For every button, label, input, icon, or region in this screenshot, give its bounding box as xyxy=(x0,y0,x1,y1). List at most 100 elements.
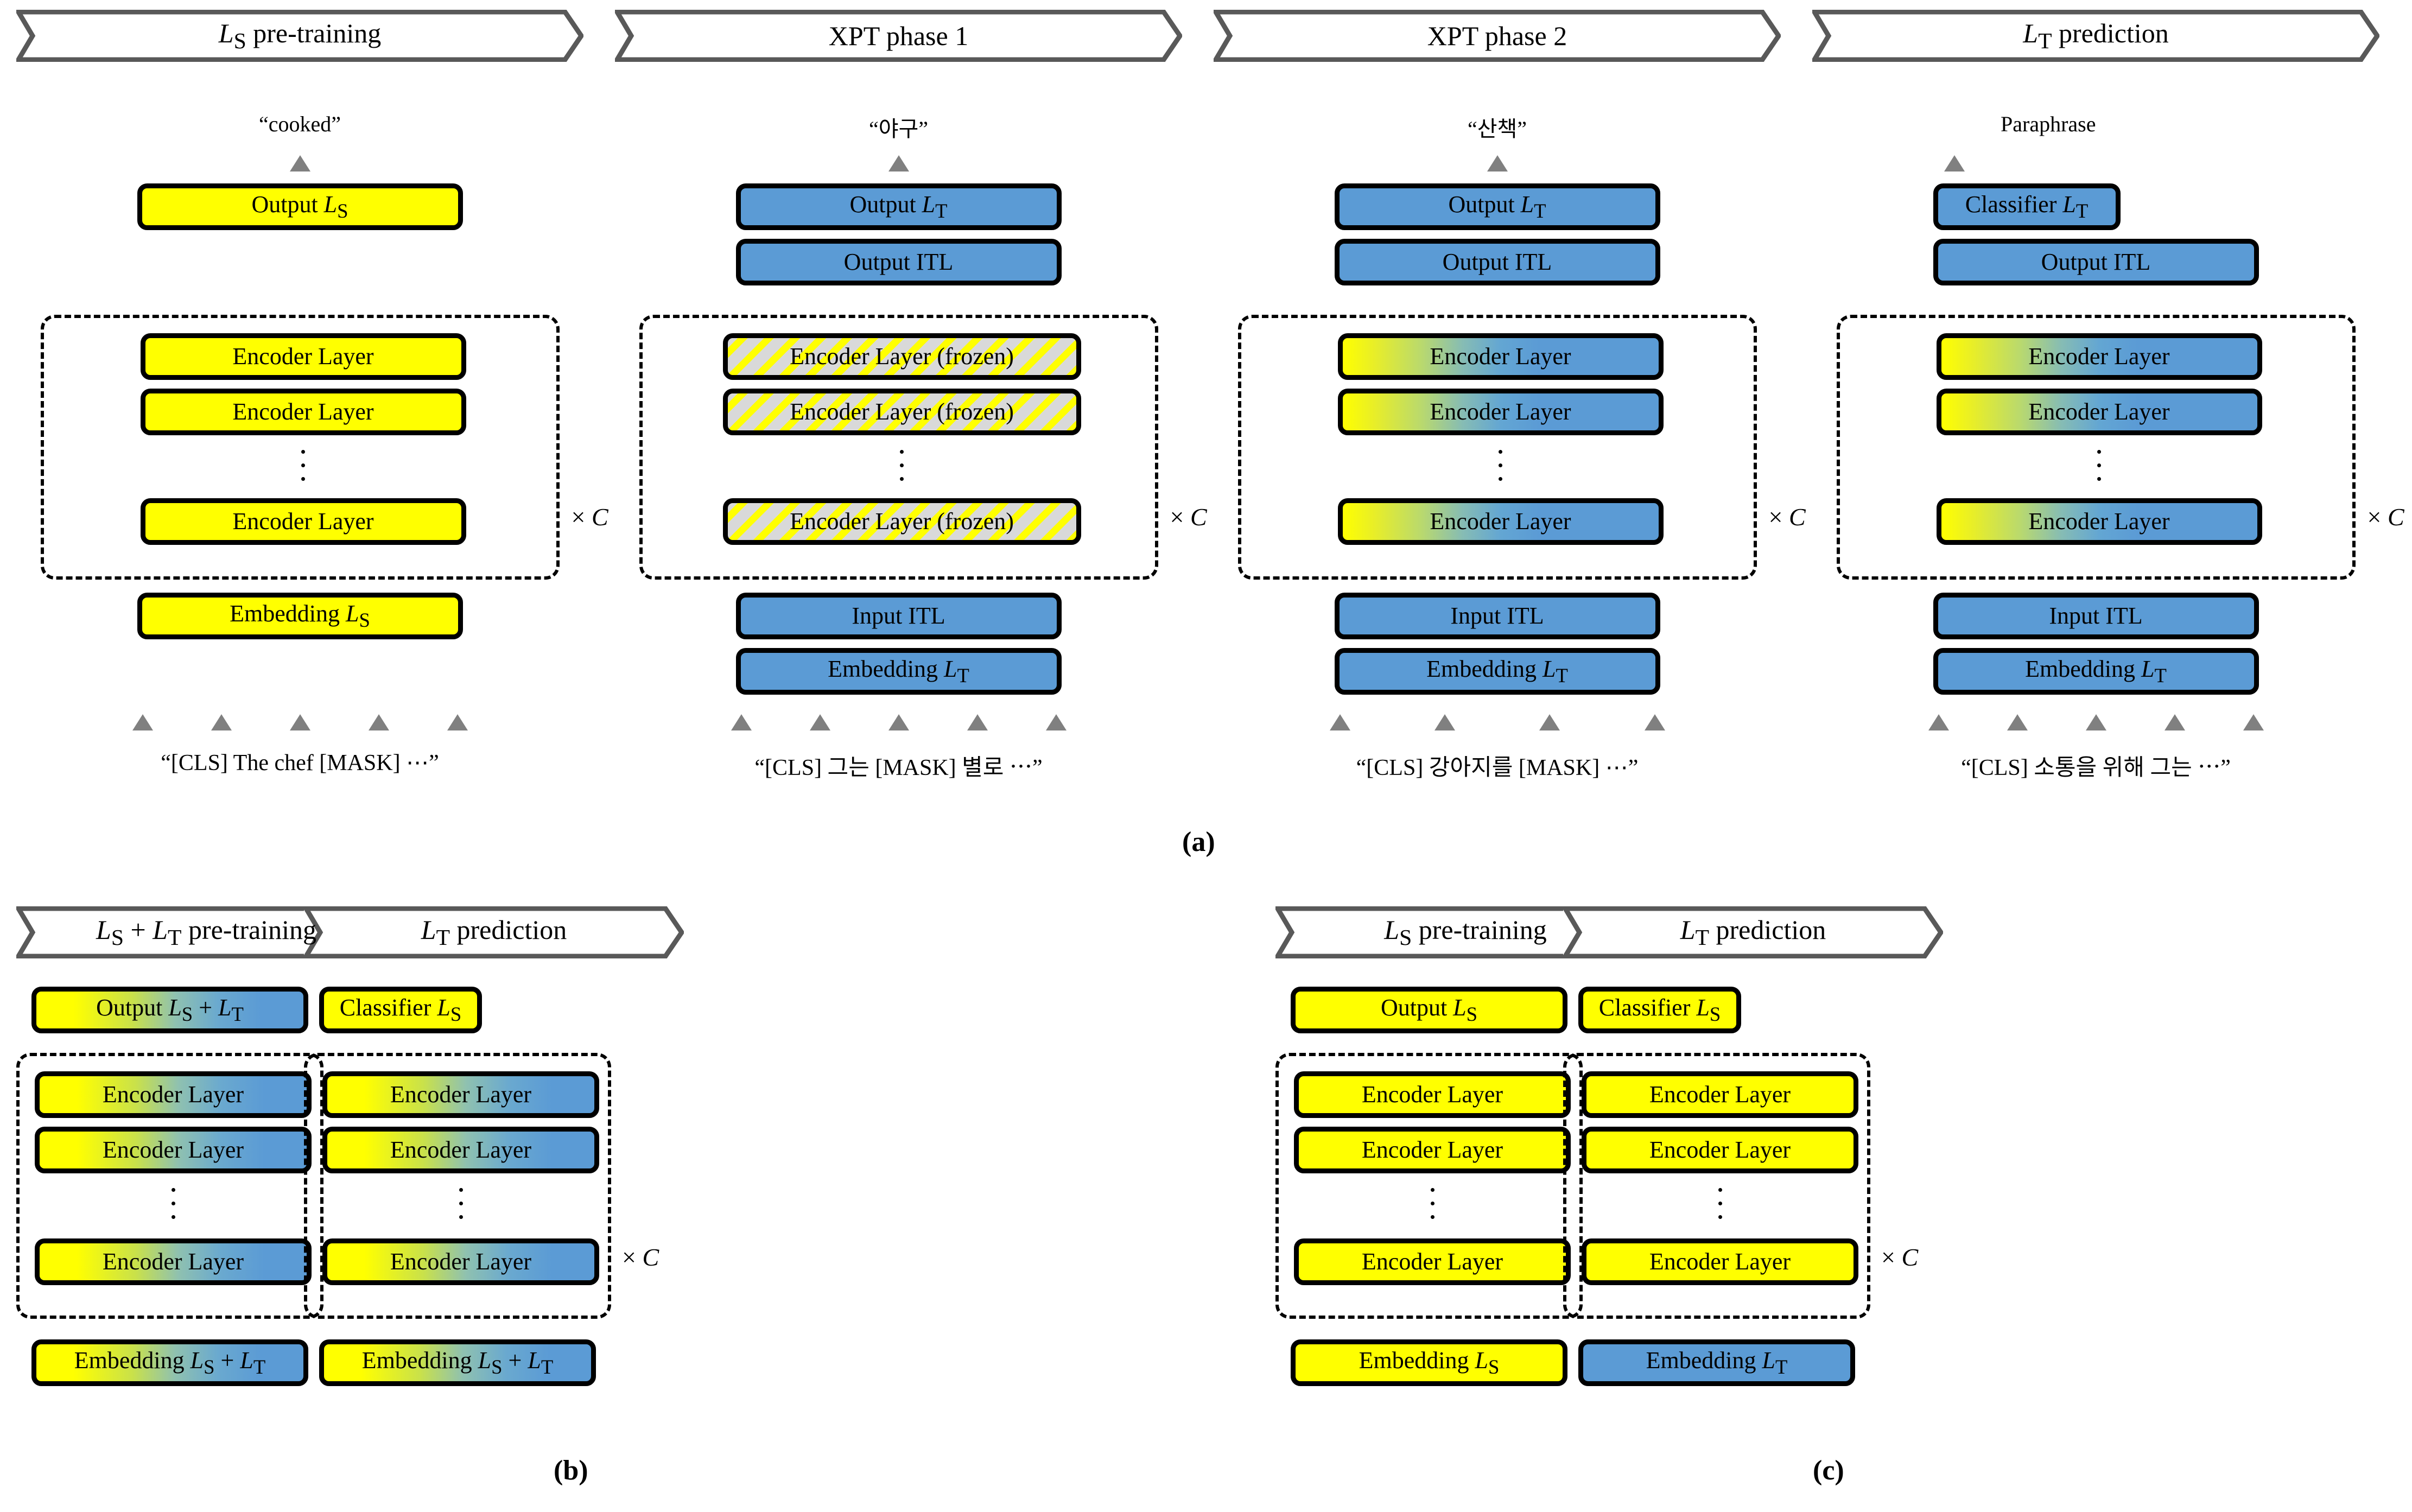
banner-label: LS + LT pre-training xyxy=(96,914,316,950)
block-label: Embedding LS xyxy=(230,600,370,631)
panel-a-col3-vertical-dots xyxy=(1840,449,2359,481)
panel-a-col0-input-arrow-1 xyxy=(211,714,232,730)
block-label: Encoder Layer xyxy=(232,508,374,535)
dot xyxy=(1499,477,1502,481)
panel-a-prediction-3: Paraphrase xyxy=(2001,112,2096,136)
dot xyxy=(301,449,305,454)
panel-a-col3-input-arrow-4 xyxy=(2243,714,2264,730)
panel-a-col1-encoder-layer-last: Encoder Layer (frozen) xyxy=(722,498,1081,545)
dot xyxy=(171,1201,175,1205)
block-label: Encoder Layer xyxy=(232,343,374,370)
panel-a-prediction-2: “산책” xyxy=(1467,117,1527,141)
panel-b-banner-1: LT prediction xyxy=(304,906,684,958)
block-label: Classifier LS xyxy=(1598,994,1721,1025)
panel-a-col3-bottom-block-1: Embedding LT xyxy=(1933,648,2259,695)
panel-a-banner-2: XPT phase 2 xyxy=(1214,10,1781,62)
dot xyxy=(171,1215,175,1219)
panel-c-col0-encoder-layer-last: Encoder Layer xyxy=(1294,1238,1571,1285)
panel-b-col1-vertical-dots xyxy=(307,1187,614,1219)
dot xyxy=(459,1187,463,1192)
panel-a-col1-encoder-layer-0: Encoder Layer (frozen) xyxy=(722,333,1081,380)
block-label: Encoder Layer xyxy=(390,1248,532,1275)
panel-a-col1-encoder-group: Encoder Layer (frozen) Encoder Layer (fro… xyxy=(639,315,1158,580)
block-label: Encoder Layer xyxy=(390,1136,532,1163)
block-label: Encoder Layer xyxy=(1430,343,1571,370)
block-label: Output LT xyxy=(849,190,948,222)
panel-b-col1-encoder-layer-last: Encoder Layer xyxy=(322,1238,599,1285)
panel-a-col2-encoder-layer-0: Encoder Layer xyxy=(1337,333,1664,380)
panel-a-col3-encoder-layer-0: Encoder Layer xyxy=(1936,333,2262,380)
block-label: Encoder Layer xyxy=(102,1136,244,1163)
dot xyxy=(301,477,305,481)
block-label: Embedding LS + LT xyxy=(361,1346,554,1378)
panel-a-col2-encoder-layer-1: Encoder Layer xyxy=(1337,389,1664,435)
dot xyxy=(1430,1187,1434,1192)
panel-c-banner-1: LT prediction xyxy=(1563,906,1943,958)
banner-label: XPT phase 1 xyxy=(828,21,969,51)
panel-c-col1-encoder-layer-1: Encoder Layer xyxy=(1582,1127,1858,1173)
panel-a-col0-bottom-block-0: Embedding LS xyxy=(137,593,463,639)
panel-a-col3-bottom-block-0: Input ITL xyxy=(1933,593,2259,639)
banner-chevron-shape xyxy=(1214,10,1781,62)
panel-a-col1-input-arrow-1 xyxy=(809,714,830,730)
panel-a-col1-bottom-block-1: Embedding LT xyxy=(735,648,1062,695)
block-label: Encoder Layer xyxy=(2028,508,2170,535)
block-label: Input ITL xyxy=(1450,602,1544,629)
panel-a-output-arrow-1 xyxy=(888,155,909,171)
panel-a-col1-input-tokens: “[CLS] 그는 [MASK] 별로 ⋯” xyxy=(754,755,1043,780)
panel-a-col3-input-arrow-1 xyxy=(2007,714,2028,730)
panel-a-col3-input-tokens: “[CLS] 소통을 위해 그는 ⋯” xyxy=(1961,755,2231,780)
panel-c-col1-top-block: Classifier LS xyxy=(1578,987,1741,1033)
block-label: Encoder Layer xyxy=(390,1081,532,1108)
dot xyxy=(900,477,904,481)
block-label: Embedding LT xyxy=(828,655,969,687)
panel-c-col1-repeat-marker: × C xyxy=(1881,1243,1919,1271)
panel-a-col2-top-block-0: Output LT xyxy=(1334,183,1660,230)
panel-a-col1-top-block-1: Output ITL xyxy=(735,239,1062,285)
block-label: Output LT xyxy=(1448,190,1546,222)
block-label: Output LS xyxy=(251,190,348,222)
block-label: Output ITL xyxy=(2041,249,2151,275)
block-label: Output LS + LT xyxy=(96,994,244,1025)
panel-a-col2-input-arrow-3 xyxy=(1644,714,1665,730)
panel-a-col1-vertical-dots xyxy=(643,449,1161,481)
banner-chevron-shape xyxy=(1563,906,1943,958)
dot xyxy=(1499,463,1502,467)
banner-label: LS pre-training xyxy=(218,18,382,54)
block-label: Embedding LT xyxy=(2025,655,2167,687)
block-label: Encoder Layer xyxy=(1649,1081,1791,1108)
dot xyxy=(1718,1187,1722,1192)
block-label: Input ITL xyxy=(2049,602,2143,629)
panel-a-col2-bottom-block-0: Input ITL xyxy=(1334,593,1660,639)
banner-label: LT prediction xyxy=(2023,18,2169,54)
panel-b-col0-encoder-layer-last: Encoder Layer xyxy=(35,1238,312,1285)
banner-chevron-shape xyxy=(1812,10,2379,62)
block-label: Encoder Layer xyxy=(1649,1136,1791,1163)
panel-a-col2-repeat-marker: × C xyxy=(1768,503,1806,531)
panel-a-prediction-1: “야구” xyxy=(868,117,929,141)
dot xyxy=(1430,1201,1434,1205)
panel-a-output-arrow-0 xyxy=(289,155,310,171)
panel-a-col3-input-arrow-0 xyxy=(1928,714,1949,730)
banner-chevron-shape xyxy=(304,906,684,958)
dot xyxy=(459,1215,463,1219)
block-label: Embedding LT xyxy=(1646,1346,1788,1378)
panel-c-col1-encoder-layer-0: Encoder Layer xyxy=(1582,1071,1858,1118)
block-label: Embedding LT xyxy=(1426,655,1568,687)
block-label: Embedding LS xyxy=(1359,1346,1500,1378)
panel-a-col0-input-tokens: “[CLS] The chef [MASK] ⋯” xyxy=(161,751,439,776)
banner-label: LS pre-training xyxy=(1384,914,1547,950)
banner-chevron-shape xyxy=(16,10,583,62)
dot xyxy=(459,1201,463,1205)
panel-b-col0-bottom-block: Embedding LS + LT xyxy=(31,1339,308,1386)
panel-a-col3-input-arrow-2 xyxy=(2085,714,2106,730)
panel-b-col0-encoder-layer-1: Encoder Layer xyxy=(35,1127,312,1173)
panel-a-col1-input-arrow-4 xyxy=(1045,714,1067,730)
panel-b-col1-encoder-layer-1: Encoder Layer xyxy=(322,1127,599,1173)
panel-b-col1-encoder-layer-0: Encoder Layer xyxy=(322,1071,599,1118)
block-label: Encoder Layer xyxy=(102,1081,244,1108)
banner-chevron-shape xyxy=(615,10,1182,62)
